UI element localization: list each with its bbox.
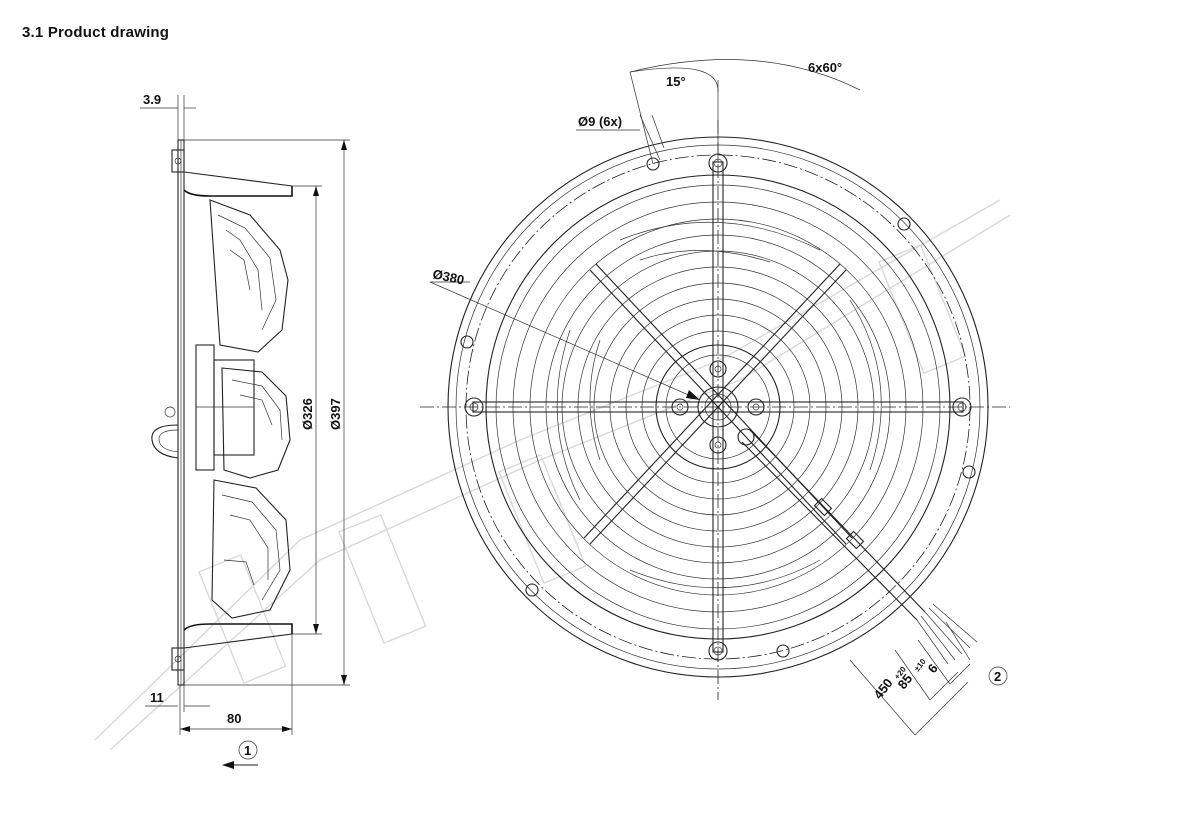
mount-tab-top	[171, 149, 185, 173]
section-heading: 3.1 Product drawing	[22, 24, 170, 41]
marker-1-label: 1	[244, 743, 251, 758]
dim-hole-pattern: 6x60°	[808, 60, 842, 75]
marker-1-circle	[238, 740, 258, 760]
cable-gland	[151, 424, 179, 459]
dim-hole-size: Ø9 (6x)	[578, 114, 622, 129]
dim-flange-thickness: 3.9	[143, 92, 161, 107]
dim-bolt-circle: Ø380	[431, 266, 465, 287]
front-view: 15° 6x60° Ø9 (6x) Ø380 450 +20 85 ±10 6 …	[420, 59, 1010, 736]
venturi-top	[183, 186, 293, 197]
dim-lead-length: 450	[871, 676, 896, 702]
marker-2-label: 2	[994, 669, 1001, 684]
venturi-bottom	[183, 623, 293, 634]
watermark	[94, 199, 1011, 751]
lead-wires	[916, 603, 978, 665]
blade-lower	[211, 479, 291, 619]
angle-arc	[629, 59, 861, 91]
bolt-circle-leader	[429, 281, 701, 401]
mounting-holes	[460, 157, 976, 658]
dim-angle-offset: 15°	[666, 74, 686, 89]
dim-end-strip: 6	[925, 661, 941, 676]
cable-outlet	[737, 428, 755, 446]
blade-upper	[209, 199, 289, 353]
blade-middle	[221, 367, 291, 479]
dim-depth: 80	[227, 711, 241, 726]
motor-hub	[195, 344, 215, 471]
mount-tab-bottom	[171, 647, 185, 671]
side-view: 3.9 Ø326 Ø397 11 80 1	[140, 92, 350, 769]
dim-inner-diameter: Ø326	[300, 398, 315, 430]
dim-outer-diameter: Ø397	[328, 398, 343, 430]
dim-bottom-offset: 11	[150, 690, 164, 705]
marker-2-circle	[988, 666, 1008, 686]
